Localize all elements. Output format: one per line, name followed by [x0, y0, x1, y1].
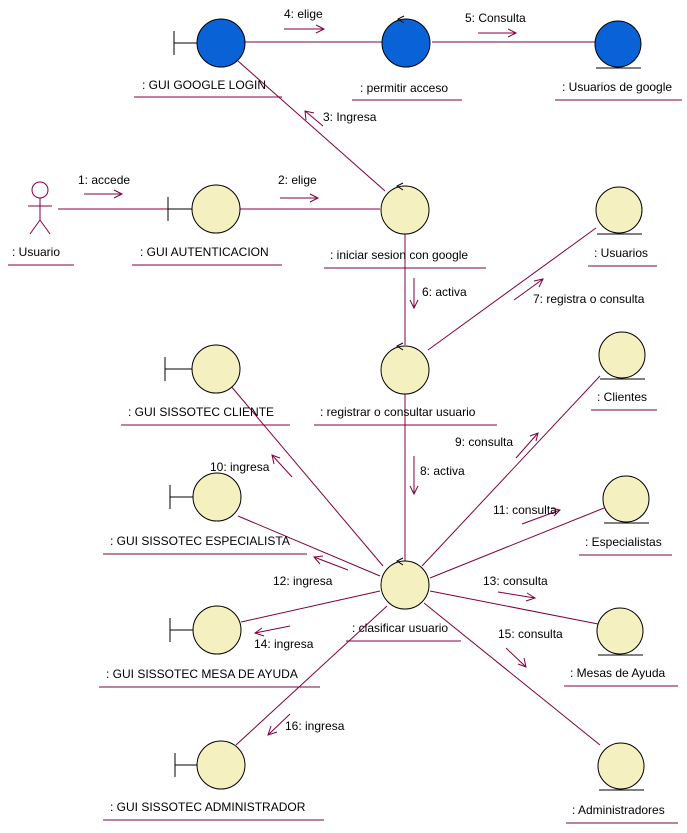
arrow-m3	[304, 110, 324, 127]
message-m2: 2: elige	[278, 173, 317, 187]
message-m1: 1: accede	[78, 173, 130, 187]
message-m13: 13: consulta	[483, 574, 548, 588]
message-m4: 4: elige	[284, 7, 323, 21]
label-gui-google-login: : GUI GOOGLE LOGIN	[142, 78, 266, 92]
link-clasificar-clientes	[421, 375, 601, 567]
link-registrar-usuarios	[427, 227, 597, 351]
arrow-m12	[313, 555, 349, 571]
arrow-m15	[505, 647, 527, 668]
link-clasificar-gui-cliente	[229, 384, 384, 567]
arrow-m9	[515, 432, 539, 459]
label-gui-cliente: : GUI SISSOTEC CLIENTE	[128, 405, 274, 419]
boundary-gui-mesa[interactable]	[169, 605, 242, 655]
label-gui-mesa: : GUI SISSOTEC MESA DE AYUDA	[106, 667, 298, 681]
arrow-m10	[271, 454, 293, 478]
control-registrar-consultar[interactable]	[380, 342, 430, 395]
link-clasificar-especialistas	[429, 507, 605, 579]
label-gui-especialista: : GUI SISSOTEC ESPECIALISTA	[110, 534, 290, 548]
message-m15: 15: consulta	[498, 627, 563, 641]
message-m11: 11: consulta	[493, 503, 557, 517]
entity-clientes[interactable]	[598, 331, 646, 380]
message-m6: 6: activa	[422, 285, 467, 299]
message-arrows	[84, 24, 561, 736]
arrow-m8	[409, 456, 419, 496]
arrow-m6	[409, 278, 419, 310]
label-mesas: : Mesas de Ayuda	[570, 666, 666, 680]
entity-usuarios[interactable]	[595, 186, 643, 235]
actor-usuario[interactable]	[28, 181, 52, 235]
boundary-gui-autenticacion[interactable]	[167, 184, 241, 234]
label-usuarios: : Usuarios	[594, 246, 648, 260]
link-clasificar-gui-mesa	[240, 590, 381, 623]
label-administradores: : Administradores	[572, 803, 665, 817]
arrow-m11	[521, 507, 561, 525]
arrow-m14	[253, 625, 291, 637]
control-clasificar-usuario[interactable]	[380, 557, 430, 610]
boundary-gui-google-login[interactable]	[173, 18, 246, 68]
arrow-m1	[84, 189, 124, 199]
control-iniciar-sesion[interactable]	[380, 182, 430, 235]
label-usuarios-google: : Usuarios de google	[562, 80, 672, 94]
link-clasificar-gui-admin	[235, 605, 388, 746]
label-iniciar-sesion: : iniciar sesion con google	[330, 248, 468, 262]
control-permitir-acceso[interactable]	[381, 15, 431, 68]
message-labels: 1: accede 2: elige 3: Ingresa 4: elige 5…	[78, 7, 645, 733]
object-labels: : Usuario : GUI AUTENTICACION : GUI GOOG…	[8, 78, 682, 824]
arrow-m5	[478, 28, 518, 38]
arrow-m7	[513, 278, 544, 301]
message-m9: 9: consulta	[455, 435, 513, 449]
message-m8: 8: activa	[420, 464, 465, 478]
label-gui-autenticacion: : GUI AUTENTICACION	[140, 245, 269, 259]
link-gui-google-iniciar	[237, 60, 386, 192]
arrow-m13	[497, 591, 537, 602]
message-m16: 16: ingresa	[285, 719, 345, 733]
label-registrar-consultar: : registrar o consultar usuario	[320, 405, 476, 419]
label-permitir-acceso: : permitir acceso	[360, 81, 448, 95]
entity-administradores[interactable]	[597, 742, 645, 791]
arrow-m4	[284, 24, 326, 34]
link-clasificar-mesas	[429, 590, 599, 625]
label-usuario: : Usuario	[12, 245, 60, 259]
link-clasificar-gui-especialista	[237, 515, 381, 577]
message-m7: 7: registra o consulta	[533, 292, 645, 306]
message-m5: 5: Consulta	[465, 11, 526, 25]
entity-mesas[interactable]	[596, 607, 644, 656]
message-m14: 14: ingresa	[254, 637, 314, 651]
message-m12: 12: ingresa	[273, 574, 333, 588]
message-m10: 10: ingresa	[210, 460, 270, 474]
boundary-gui-cliente[interactable]	[164, 344, 241, 394]
entity-especialistas[interactable]	[602, 475, 650, 524]
boundary-gui-admin[interactable]	[174, 740, 246, 790]
label-clasificar: : clasificar usuario	[352, 621, 448, 635]
links	[58, 41, 605, 746]
arrow-m2	[280, 193, 320, 203]
boundary-gui-especialista[interactable]	[169, 472, 242, 522]
link-clasificar-administradores	[423, 602, 601, 746]
entity-usuarios-google[interactable]	[594, 20, 642, 69]
label-especialistas: : Especialistas	[585, 535, 662, 549]
arrow-m16	[267, 713, 291, 736]
label-clientes: : Clientes	[597, 390, 647, 404]
label-gui-admin: : GUI SISSOTEC ADMINISTRADOR	[110, 800, 306, 814]
message-m3: 3: Ingresa	[323, 110, 377, 124]
